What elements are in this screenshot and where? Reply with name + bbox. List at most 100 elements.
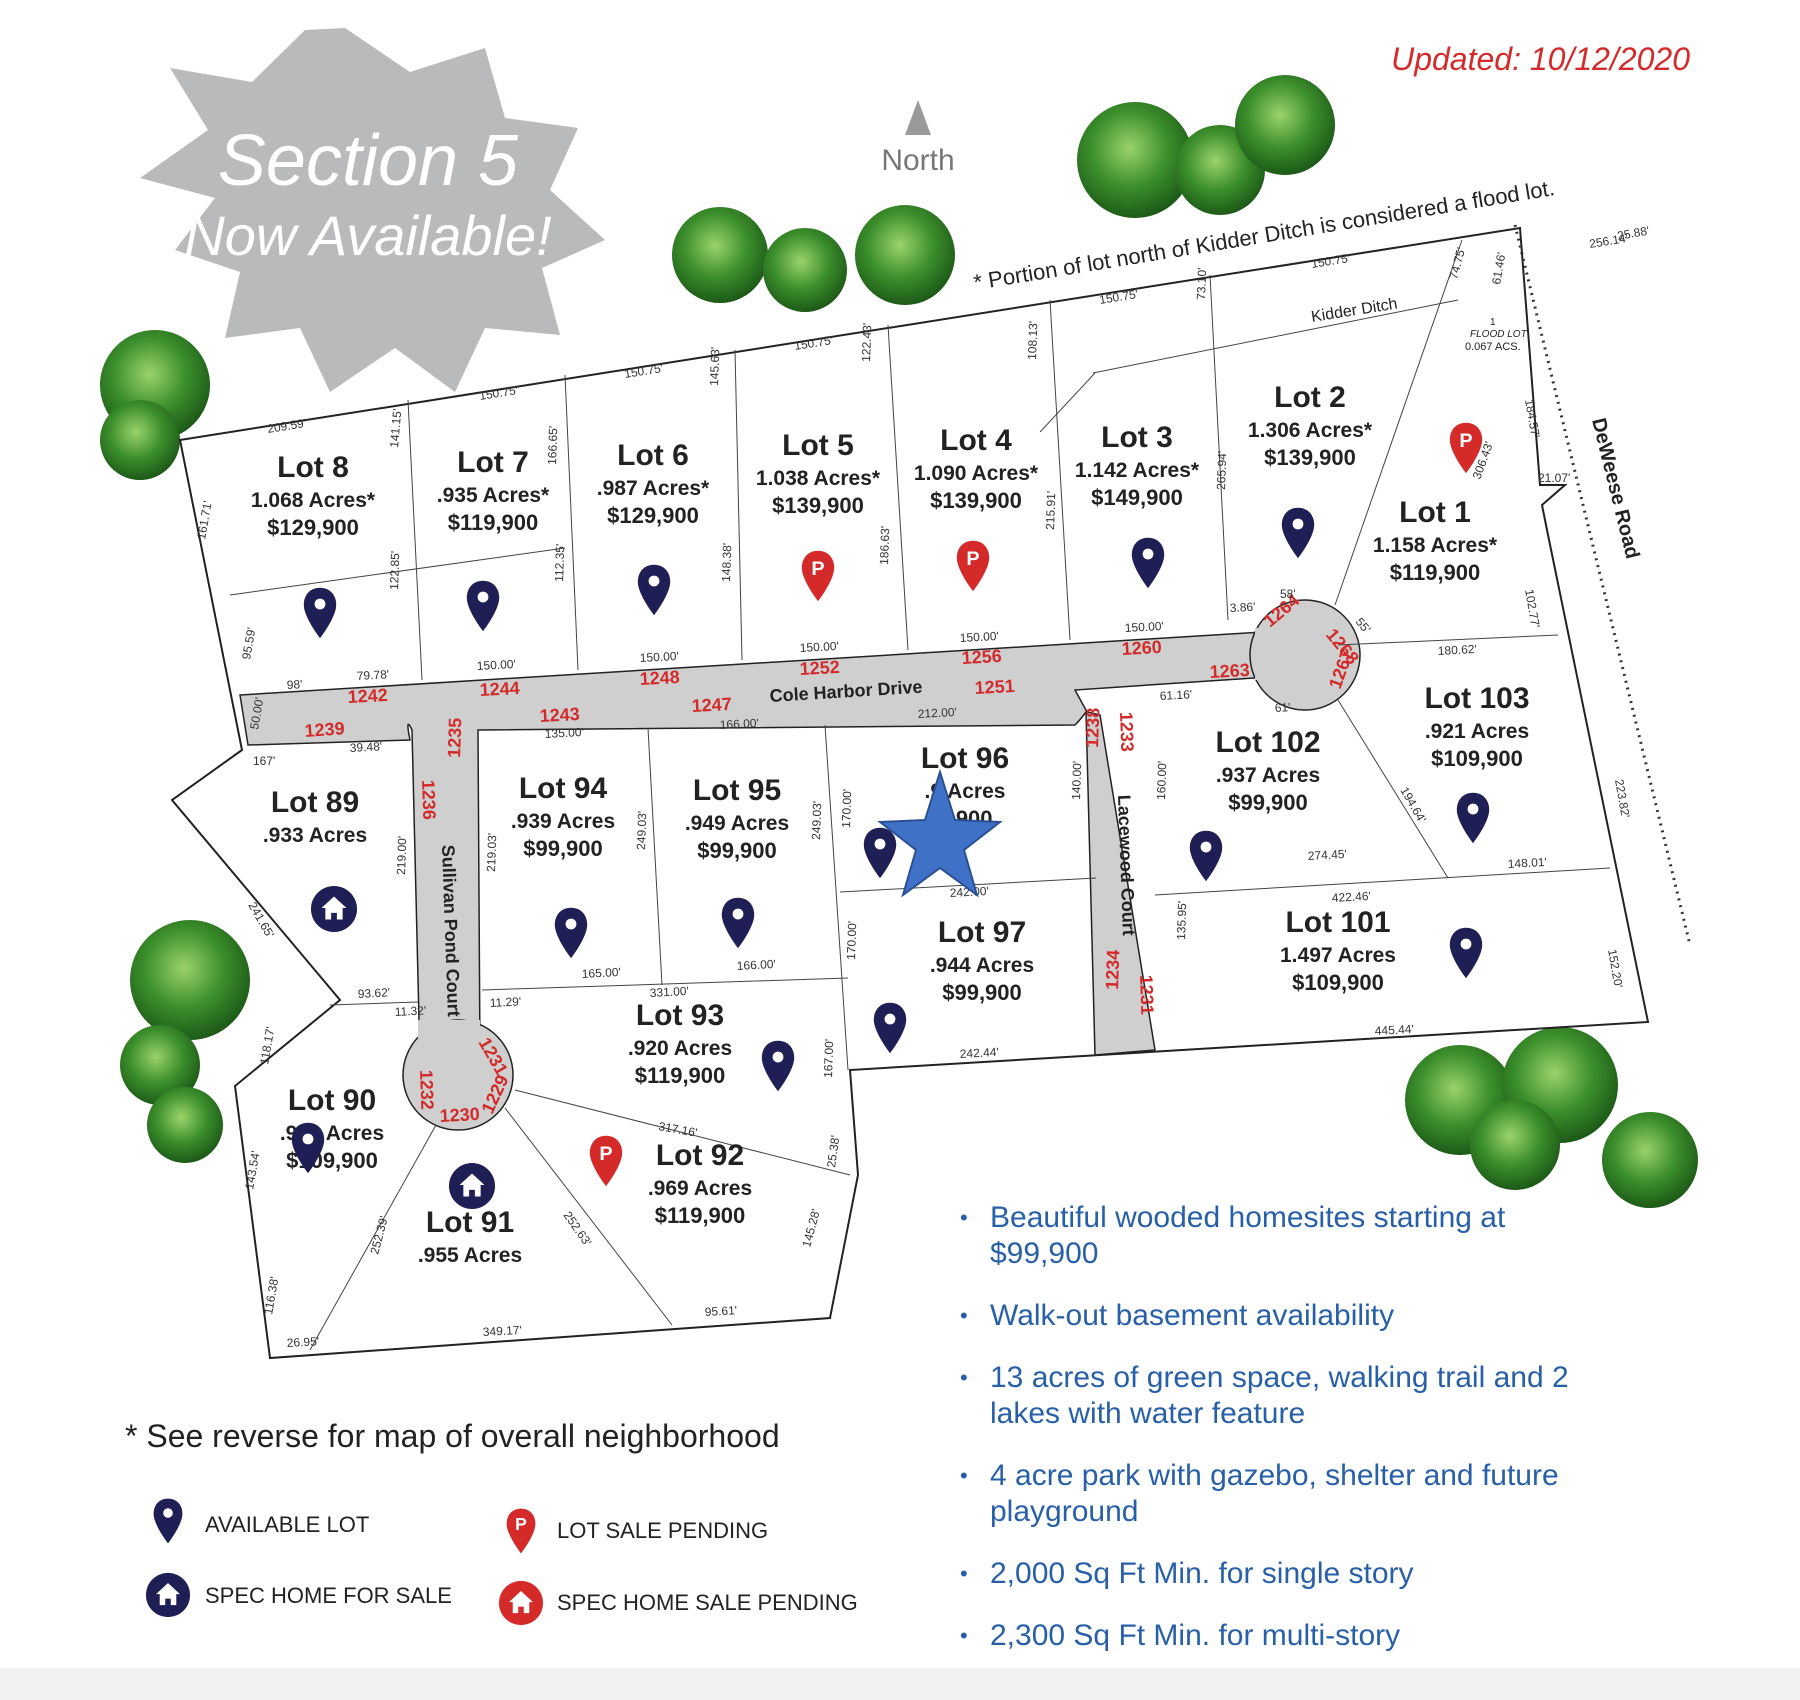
dimension-label: 148.38' <box>719 543 734 582</box>
dimension-label: 25.38' <box>824 1134 842 1168</box>
dimension-label: 317.16' <box>657 1119 698 1140</box>
lot-label[interactable]: Lot 7.935 Acres*$119,900 <box>437 446 550 535</box>
lot-label[interactable]: Lot 41.090 Acres*$139,900 <box>914 424 1039 513</box>
lot-name: Lot 96 <box>921 742 1009 775</box>
bullet-item: 13 acres of green space, walking trail a… <box>960 1360 1600 1432</box>
section-5-burst: Section 5 Now Available! <box>140 28 605 392</box>
address-number: 1231 <box>1136 974 1157 1015</box>
dimension-label: 422.46' <box>1331 889 1371 905</box>
legend-spec-home-icon <box>145 1572 191 1618</box>
burst-line2: Now Available! <box>184 204 552 267</box>
dimension-label: 180.62' <box>1437 642 1477 658</box>
dimension-label: 140.00' <box>1069 761 1084 800</box>
lot-price: $139,900 <box>930 488 1022 513</box>
lot-name: Lot 6 <box>617 439 689 472</box>
dimension-label: 184.57' <box>1522 398 1543 439</box>
dimension-label: 219.00' <box>394 836 409 875</box>
lot-acres: 1.497 Acres <box>1280 944 1396 967</box>
address-number: 1256 <box>961 646 1002 668</box>
deweese-road-label: DeWeese Road <box>1587 416 1643 561</box>
lot-price: $119,900 <box>655 1203 746 1228</box>
legend-available-label: AVAILABLE LOT <box>205 1512 370 1537</box>
lot-price: $99,900 <box>523 836 603 861</box>
lot-acres: 1.038 Acres* <box>756 467 881 490</box>
dimension-label: 150.00' <box>476 657 516 673</box>
dimension-label: 331.00' <box>649 984 689 1000</box>
lot-label[interactable]: Lot 89.933 Acres <box>263 786 367 847</box>
lot-labels: Lot 81.068 Acres*$129,900 Lot 7.935 Acres… <box>251 381 1530 1267</box>
dimension-label: 160.00' <box>1154 761 1169 800</box>
address-number: 1247 <box>691 694 732 716</box>
lot-acres: 1.068 Acres* <box>251 489 376 512</box>
lot-label[interactable]: Lot 97.944 Acres$99,900 <box>930 916 1034 1005</box>
legend-pending-icon <box>506 1508 536 1554</box>
star-icon[interactable] <box>877 768 1003 898</box>
lot-label[interactable]: Lot 81.068 Acres*$129,900 <box>251 451 376 540</box>
lot-label[interactable]: Lot 102.937 Acres$99,900 <box>1215 726 1320 815</box>
dimension-label: 116.38' <box>261 1276 281 1316</box>
dimension-label: 93.62' <box>357 985 390 1001</box>
lot-label[interactable]: Lot 91.955 Acres <box>418 1206 522 1267</box>
spec-home-icon[interactable] <box>448 1162 496 1210</box>
lot-label[interactable]: Lot 6 .987 Acres* $129,900 <box>597 439 710 528</box>
dimension-label: 150.00' <box>639 649 679 665</box>
lot-acres: .955 Acres <box>418 1244 522 1267</box>
dimension-label: 135.00' <box>544 725 584 741</box>
tree-icon <box>100 330 210 480</box>
dimension-label: 150.00' <box>959 629 999 645</box>
lot-price: $129,900 <box>607 503 699 528</box>
dimension-label: 170.00' <box>844 921 859 960</box>
address-number: 1243 <box>539 704 580 726</box>
lot-name: Lot 89 <box>271 786 359 819</box>
dimension-label: 145.63' <box>707 347 722 386</box>
lot-acres: 1.158 Acres* <box>1373 534 1498 557</box>
dimension-label: 161.71' <box>194 500 215 541</box>
lot-name: Lot 94 <box>519 772 608 805</box>
dimension-label: 61' <box>1274 700 1290 715</box>
tree-icon <box>672 205 955 312</box>
dimension-label: 3.86' <box>1229 600 1255 615</box>
lot-price: $99,900 <box>942 980 1022 1005</box>
lot-label[interactable]: Lot 103.921 Acres$109,900 <box>1424 682 1529 771</box>
dimension-label: 349.17' <box>482 1323 522 1339</box>
flood-lot-num: 1 <box>1490 317 1496 328</box>
address-number: 1252 <box>799 657 840 679</box>
dimension-label: 170.00' <box>839 789 854 828</box>
dimension-label: 150.75' <box>1310 251 1351 271</box>
lot-name: Lot 2 <box>1274 381 1346 414</box>
dimension-label: 166.00' <box>736 957 776 973</box>
lot-label[interactable]: Lot 95.949 Acres$99,900 <box>685 774 789 863</box>
lot-price: $99,900 <box>697 838 777 863</box>
lot-label[interactable]: Lot 51.038 Acres*$139,900 <box>756 429 881 518</box>
lot-acres: .935 Acres* <box>437 484 550 507</box>
subdivision-map <box>170 226 1650 1360</box>
lot-acres: .987 Acres* <box>597 477 710 500</box>
lot-label[interactable]: Lot 92.969 Acres$119,900 <box>648 1139 752 1228</box>
legend-available-icon <box>153 1498 183 1544</box>
feature-bullets: Beautiful wooded homesites starting at $… <box>960 1200 1600 1680</box>
north-arrow-icon <box>905 100 931 135</box>
lot-label[interactable]: Lot 94.939 Acres$99,900 <box>511 772 615 861</box>
dimension-label: 165.00' <box>581 965 621 981</box>
dimension-label: 148.01' <box>1507 855 1547 871</box>
spec-home-icon[interactable] <box>310 885 358 933</box>
lot-acres: .949 Acres <box>685 812 789 835</box>
lot-acres: .920 Acres <box>628 1037 732 1060</box>
address-number: 1244 <box>479 678 520 700</box>
lacewood-label: Lacewood Court <box>1114 794 1139 936</box>
dimension-label: 209.59' <box>266 416 307 436</box>
dimension-label: 122.85' <box>387 551 402 590</box>
lot-label[interactable]: Lot 11.158 Acres*$119,900 <box>1373 496 1498 585</box>
dimension-label: 274.45' <box>1307 847 1347 863</box>
dimension-label: 242.44' <box>959 1045 999 1061</box>
lot-boundary <box>170 226 1650 1360</box>
dimension-label: 249.03' <box>809 801 824 840</box>
dimension-label: 215.91' <box>1043 491 1058 530</box>
lot-label[interactable]: Lot 31.142 Acres*$149,900 <box>1075 421 1200 510</box>
dimension-label: 118.17' <box>257 1026 277 1066</box>
lot-label[interactable]: Lot 93.920 Acres$119,900 <box>628 999 732 1088</box>
lot-label[interactable]: Lot 21.306 Acres*$139,900 <box>1248 381 1373 470</box>
dimension-label: 135.95' <box>1174 901 1189 940</box>
north-arrow: North <box>881 100 955 177</box>
